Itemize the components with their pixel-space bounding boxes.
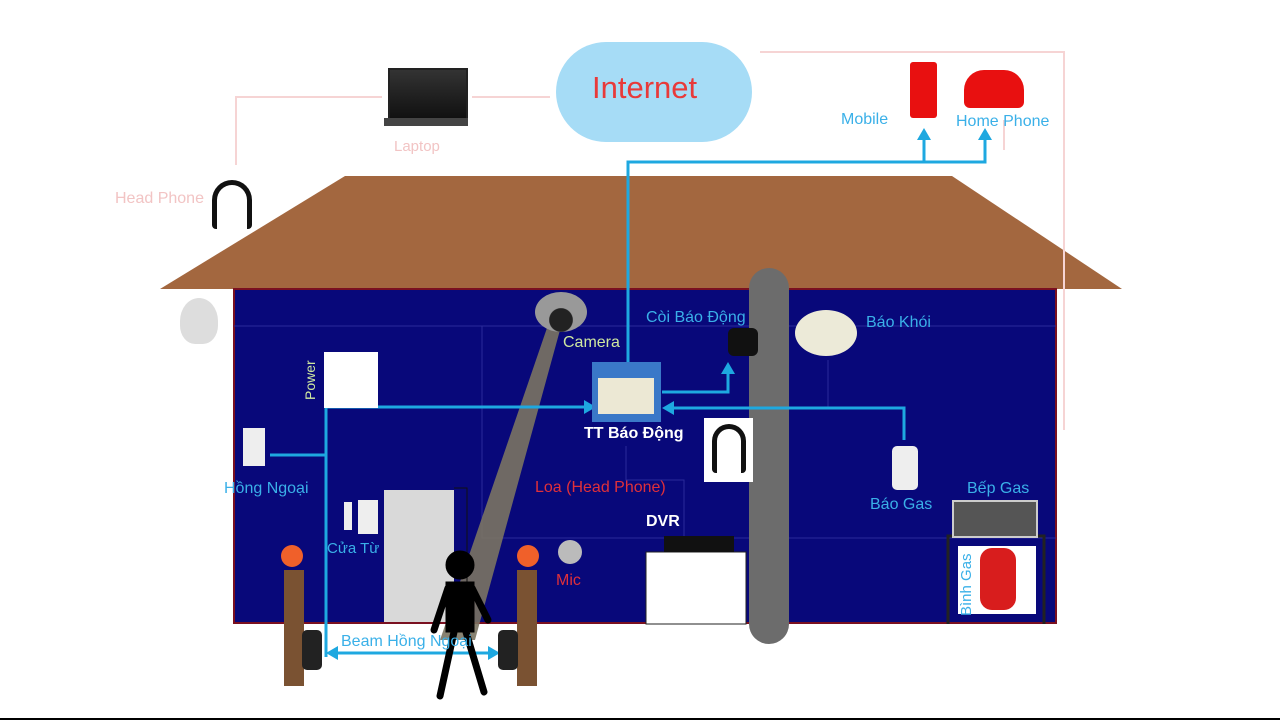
gas-tank-icon (958, 546, 1036, 614)
smoke-detector-icon (795, 310, 857, 356)
smoke-label: Báo Khói (866, 314, 931, 331)
gas-alarm-label: Báo Gas (870, 496, 933, 513)
infrared-sensor-icon (243, 428, 265, 466)
siren-label: Còi Báo Động (646, 309, 746, 326)
home-phone-label: Home Phone (956, 113, 1050, 130)
gas-alarm-icon (892, 446, 918, 490)
door-sensor-label: Cửa Từ (327, 540, 380, 557)
beam-post-left (284, 570, 304, 686)
door-sensor-icon (344, 502, 352, 530)
dvr-device (664, 536, 734, 552)
dome-camera-icon (535, 292, 587, 332)
gas-tank-label: Bình Gas (958, 553, 975, 616)
pillar (749, 268, 789, 644)
mobile-phone-icon (910, 62, 937, 118)
intruder-figure (430, 550, 492, 700)
power-label: Power (302, 360, 318, 400)
mobile-label: Mobile (841, 111, 889, 128)
faded-wires (235, 51, 1065, 430)
mic-label: Mic (556, 572, 581, 589)
power-breaker-icon (324, 352, 378, 408)
infrared-label: Hồng Ngoại (224, 480, 309, 497)
camera-label: Camera (563, 334, 620, 351)
laptop-icon (388, 68, 468, 120)
roof (160, 176, 1122, 289)
gas-stove-label: Bếp Gas (967, 480, 1030, 497)
home-phone-icon (964, 70, 1024, 108)
internet-cloud (556, 42, 752, 142)
speaker-label: Loa (Head Phone) (535, 479, 666, 496)
arrowheads (326, 128, 992, 660)
alarm-panel[interactable] (592, 362, 661, 422)
panel-label: TT Báo Động (584, 425, 684, 442)
ptz-camera-icon (180, 298, 218, 344)
internet-label: Internet (592, 70, 698, 105)
mic-icon (558, 540, 582, 564)
head-phone-label: Head Phone (115, 190, 204, 207)
beam-label: Beam Hồng Ngoại (341, 633, 472, 650)
beam-post-right (517, 570, 537, 686)
house-body (233, 288, 1057, 624)
headphone-icon (212, 180, 252, 229)
wires (270, 140, 987, 657)
gas-stove-icon (952, 500, 1038, 538)
speaker-headphone-icon (704, 418, 753, 482)
siren-icon (728, 328, 758, 356)
laptop-label: Laptop (394, 138, 440, 155)
dvr-label: DVR (646, 513, 680, 530)
